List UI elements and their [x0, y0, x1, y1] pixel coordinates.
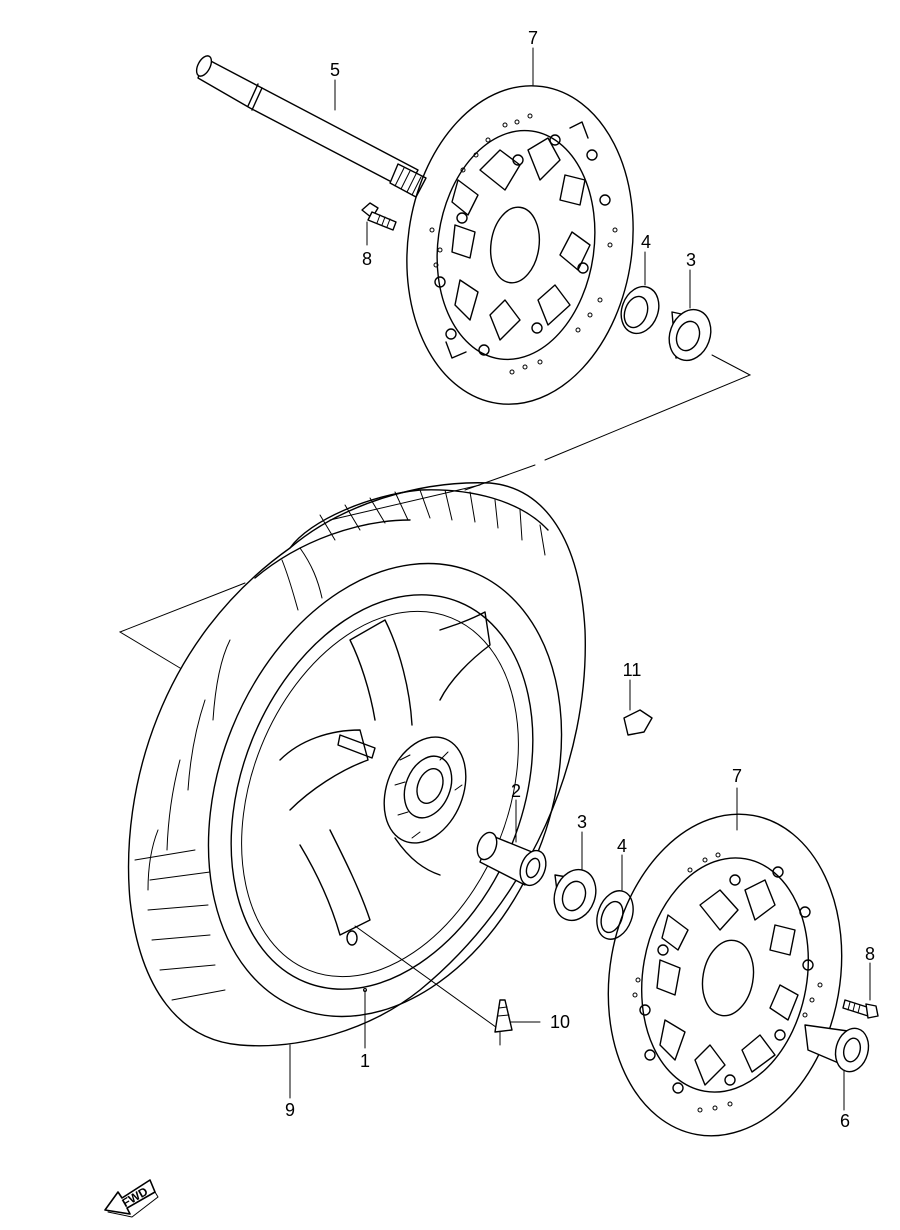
fwd-arrow-icon: FWD — [104, 1179, 159, 1218]
disc-bolt-upper — [361, 202, 397, 231]
callout-1: 1 — [360, 1051, 370, 1071]
callout-2: 2 — [511, 781, 521, 801]
brake-disc-upper — [406, 85, 634, 405]
disc-bolt-lower — [842, 999, 879, 1019]
callout-4-lower: 4 — [617, 836, 627, 856]
callout-11: 11 — [623, 660, 642, 680]
callout-8-lower: 8 — [865, 944, 875, 964]
brake-disc-lower — [607, 813, 843, 1137]
callout-3-upper: 3 — [686, 250, 696, 270]
balancer-cap — [623, 709, 653, 736]
callout-6: 6 — [840, 1111, 850, 1131]
callout-4-upper: 4 — [641, 232, 651, 252]
callout-5: 5 — [330, 60, 340, 80]
callout-9: 9 — [285, 1100, 295, 1120]
callout-7-lower: 7 — [732, 766, 742, 786]
front-axle — [195, 55, 427, 198]
leader-lines — [289, 47, 871, 1111]
callout-8-upper: 8 — [362, 249, 372, 269]
front-wheel-with-tire — [127, 482, 586, 1047]
callout-10: 10 — [550, 1012, 570, 1032]
dust-seal-upper — [620, 285, 660, 335]
callout-3-lower: 3 — [577, 812, 587, 832]
wheel-spacer — [476, 831, 547, 887]
bearing-lower — [553, 868, 597, 922]
axle-collar — [804, 1024, 870, 1073]
callout-numbers: 5 7 8 4 3 11 7 2 3 4 8 10 6 1 9 — [285, 28, 875, 1131]
tire-valve — [494, 999, 513, 1033]
bearing-upper — [668, 308, 712, 362]
callout-7-upper: 7 — [528, 28, 538, 48]
